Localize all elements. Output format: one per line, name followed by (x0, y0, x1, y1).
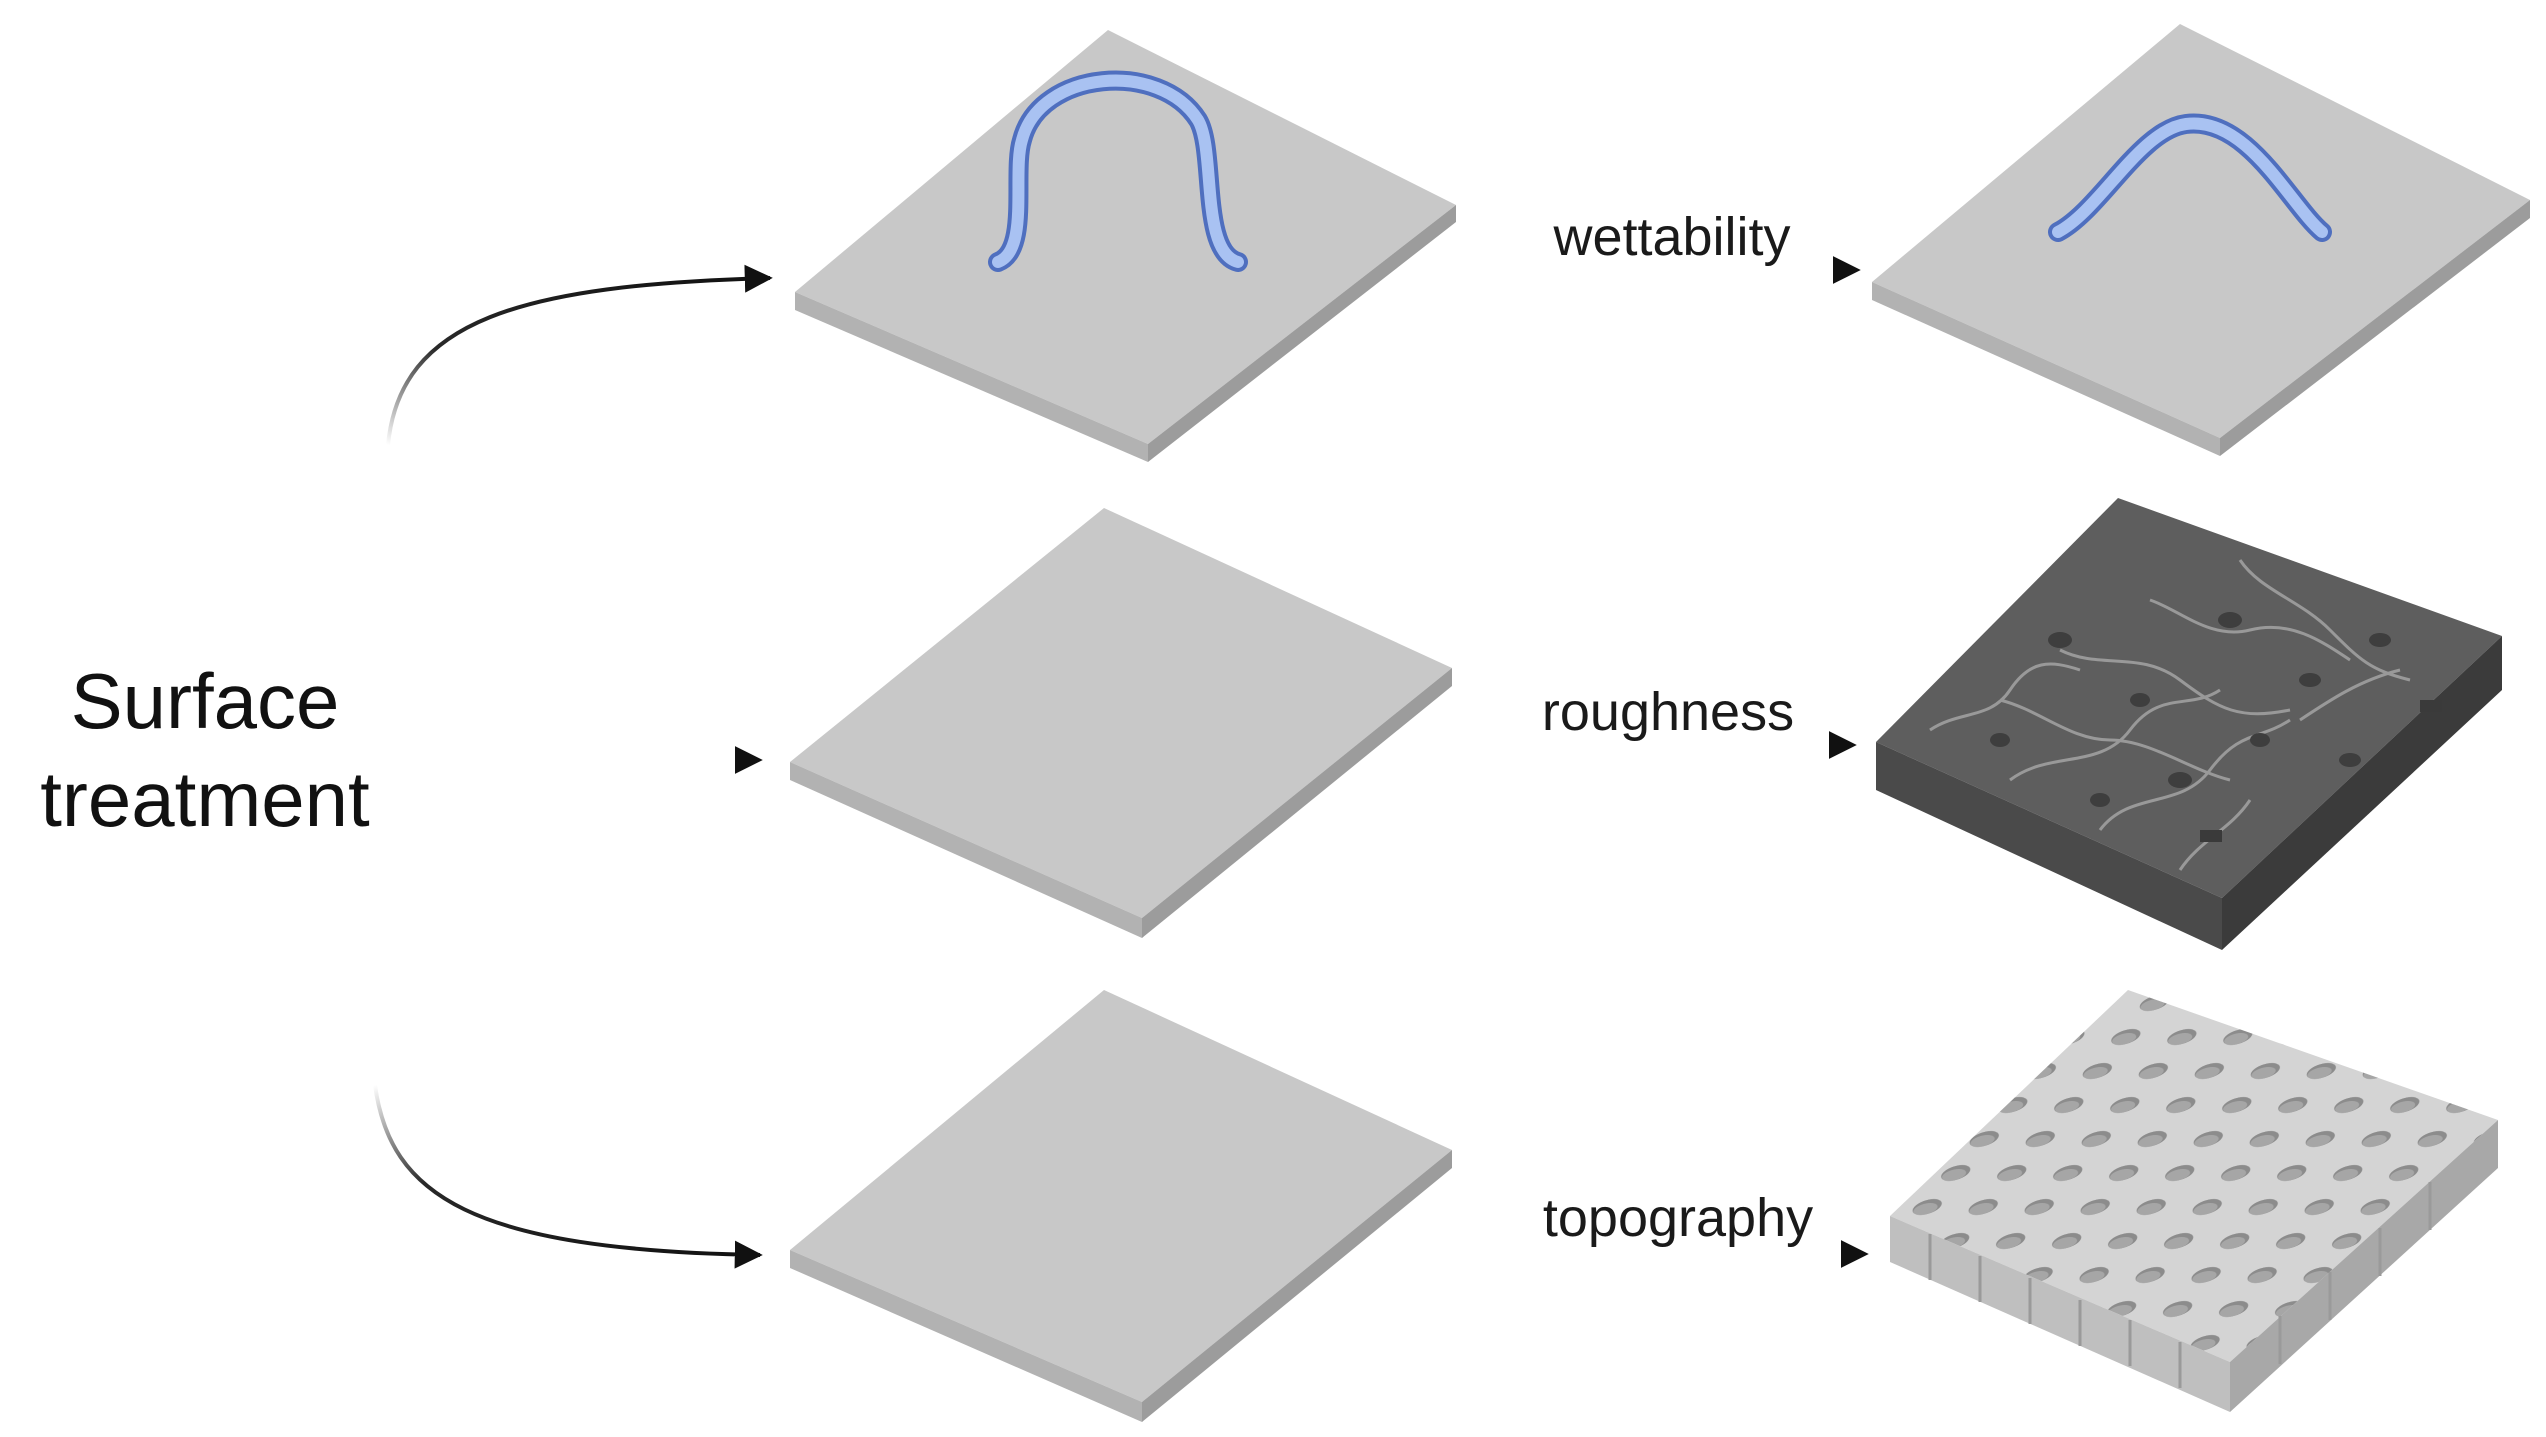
arrow-to-bottom-plate (373, 1084, 763, 1269)
plate-untreated-bottom (790, 990, 1452, 1422)
title-line1: Surface (71, 657, 340, 745)
plate-untreated-top (795, 30, 1456, 462)
block-roughness (1876, 498, 2502, 950)
label-roughness: roughness (1542, 682, 1794, 742)
label-wettability: wettability (1552, 207, 1790, 267)
title-line2: treatment (40, 755, 370, 843)
label-topography: topography (1543, 1188, 1813, 1248)
arrow-to-top-plate (386, 264, 773, 446)
plate-untreated-middle (790, 508, 1452, 938)
block-topography (1890, 990, 2498, 1412)
plate-wettability (1872, 24, 2530, 456)
